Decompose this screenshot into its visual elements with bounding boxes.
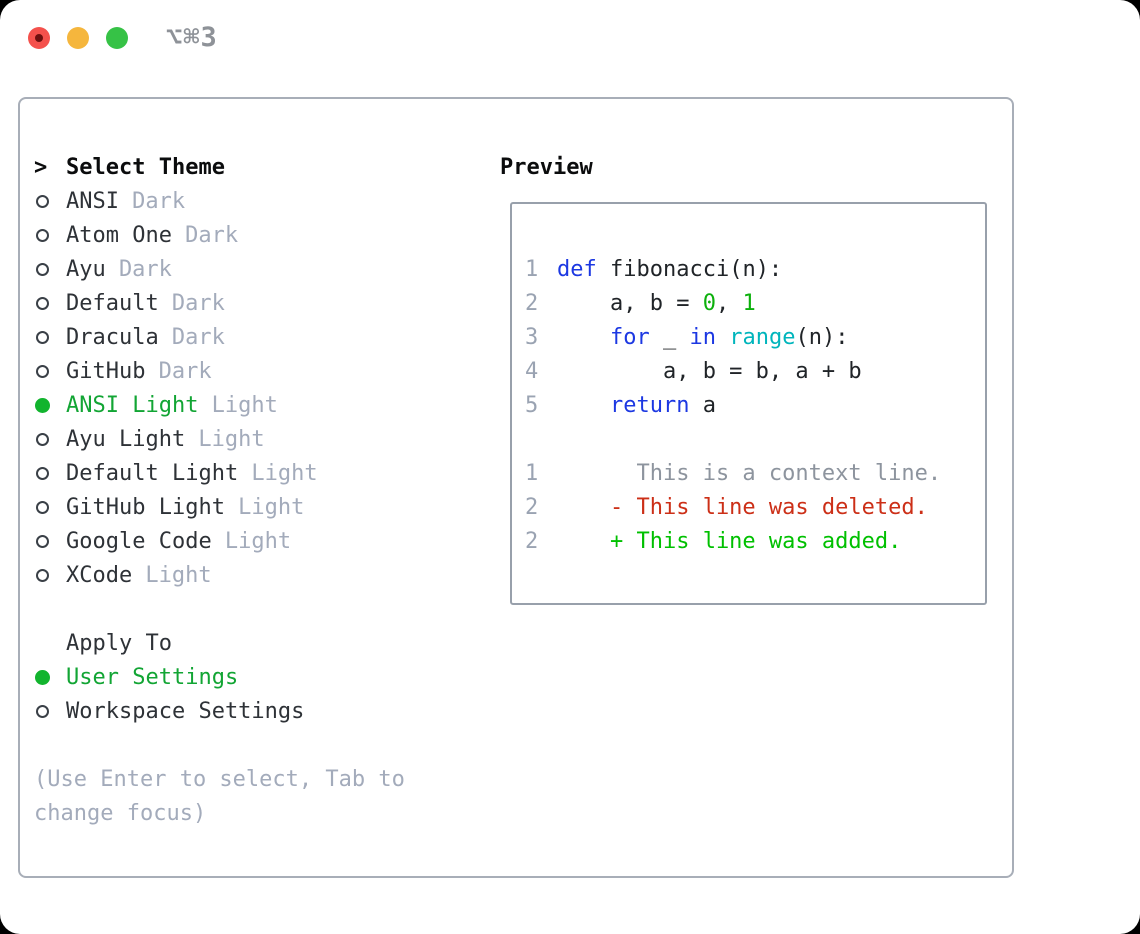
theme-name: Ayu — [66, 256, 106, 282]
line-number: 3 — [525, 324, 539, 350]
radio-icon — [36, 534, 49, 548]
theme-name: GitHub — [66, 358, 146, 384]
apply-to-header: Apply To — [34, 626, 484, 660]
radio-icon — [36, 296, 49, 310]
titlebar: ⌥⌘3 — [0, 0, 1140, 76]
line-number: 5 — [525, 392, 539, 418]
theme-variant-badge: Light — [238, 494, 305, 520]
theme-variant-badge: Dark — [118, 256, 172, 282]
help-hint-line: (Use Enter to select, Tab to — [34, 766, 405, 792]
theme-option-dracula[interactable]: Dracula Dark — [34, 320, 484, 354]
select-theme-title: Select Theme — [66, 154, 225, 180]
theme-variant-badge: Dark — [185, 222, 239, 248]
preview-line: 5 return a — [525, 392, 716, 418]
theme-variant-badge: Light — [145, 562, 212, 588]
radio-icon — [36, 500, 49, 514]
line-number: 4 — [525, 358, 539, 384]
preview-line: 4 a, b = b, a + b — [525, 358, 862, 384]
theme-option-xcode[interactable]: XCode Light — [34, 558, 484, 592]
theme-variant-badge: Dark — [158, 358, 212, 384]
spacer-row — [34, 728, 484, 762]
radio-selected-icon — [35, 669, 50, 685]
preview-line: 3 for _ in range(n): — [525, 324, 849, 350]
theme-variant-badge: Light — [198, 426, 265, 452]
apply-option-workspace-settings[interactable]: Workspace Settings — [34, 694, 484, 728]
theme-option-ansi-light[interactable]: ANSI Light Light — [34, 388, 484, 422]
theme-name: Ayu Light — [66, 426, 186, 452]
theme-variant-badge: Dark — [171, 290, 225, 316]
theme-option-github[interactable]: GitHub Dark — [34, 354, 484, 388]
theme-option-google-code[interactable]: Google Code Light — [34, 524, 484, 558]
preview-line — [525, 422, 985, 456]
theme-name: ANSI — [66, 188, 119, 214]
apply-option-label: Workspace Settings — [66, 698, 305, 724]
radio-selected-icon — [35, 397, 50, 413]
maximize-button[interactable] — [106, 27, 128, 49]
line-number: 2 — [525, 494, 539, 520]
theme-name: GitHub Light — [66, 494, 225, 520]
theme-name: Dracula — [66, 324, 159, 350]
help-hint: (Use Enter to select, Tab to change focus… — [34, 762, 484, 830]
radio-icon — [36, 330, 49, 344]
radio-icon — [36, 364, 49, 378]
window-title-shortcut: ⌥⌘3 — [166, 22, 218, 53]
radio-icon — [36, 228, 49, 242]
theme-variant-badge: Dark — [132, 188, 186, 214]
apply-option-label: User Settings — [66, 664, 239, 690]
theme-name: ANSI Light — [66, 392, 199, 418]
radio-icon — [36, 704, 49, 718]
theme-variant-badge: Light — [224, 528, 292, 554]
theme-option-ansi[interactable]: ANSI Dark — [34, 184, 484, 218]
line-number: 1 — [525, 256, 539, 282]
theme-option-github-light[interactable]: GitHub Light Light — [34, 490, 484, 524]
preview-line: 2 - This line was deleted. — [525, 494, 928, 520]
minimize-button[interactable] — [67, 27, 89, 49]
apply-to-title: Apply To — [66, 630, 172, 656]
theme-option-default-light[interactable]: Default Light Light — [34, 456, 484, 490]
preview-line: 1 This is a context line. — [525, 460, 942, 486]
preview-line: 2 a, b = 0, 1 — [525, 290, 756, 316]
theme-variant-badge: Light — [211, 392, 278, 418]
radio-icon — [36, 194, 49, 208]
radio-icon — [36, 568, 49, 582]
theme-option-ayu[interactable]: Ayu Dark — [34, 252, 484, 286]
theme-name: Default Light — [66, 460, 239, 486]
line-number: 1 — [525, 460, 539, 486]
radio-icon — [36, 262, 49, 276]
theme-option-default[interactable]: Default Dark — [34, 286, 484, 320]
theme-name: Atom One — [66, 222, 172, 248]
cursor-marker-icon: > — [34, 154, 48, 180]
preview-header: Preview — [500, 150, 593, 184]
theme-variant-badge: Light — [251, 460, 318, 486]
theme-variant-badge: Dark — [171, 324, 225, 350]
preview-title: Preview — [500, 154, 593, 180]
theme-name: Google Code — [66, 528, 212, 554]
apply-option-user-settings[interactable]: User Settings — [34, 660, 484, 694]
theme-option-ayu-light[interactable]: Ayu Light Light — [34, 422, 484, 456]
line-number: 2 — [525, 290, 539, 316]
line-number: 2 — [525, 528, 539, 554]
theme-name: XCode — [66, 562, 133, 588]
close-button[interactable] — [28, 27, 50, 49]
theme-option-atom-one[interactable]: Atom One Dark — [34, 218, 484, 252]
help-hint-line: change focus) — [34, 800, 207, 826]
preview-line: 2 + This line was added. — [525, 528, 902, 554]
spacer-row — [34, 592, 484, 626]
close-focus-dot-icon — [35, 34, 43, 42]
radio-icon — [36, 466, 49, 480]
radio-icon — [36, 432, 49, 446]
select-theme-header: > Select Theme — [34, 150, 484, 184]
theme-name: Default — [66, 290, 159, 316]
